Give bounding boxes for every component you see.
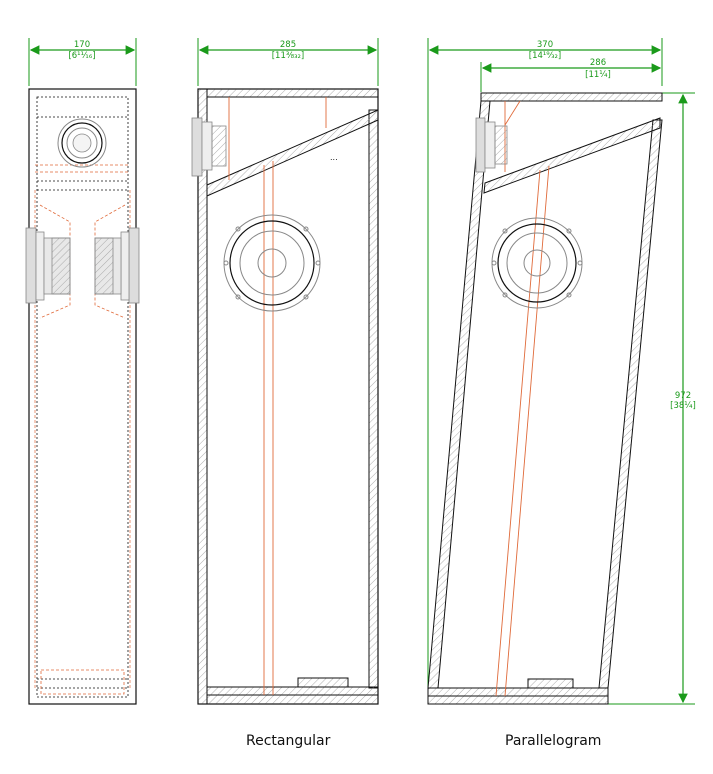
height-mm: 972 bbox=[675, 391, 691, 401]
para-total-inch: [14¹⁹⁄₃₂] bbox=[529, 51, 562, 61]
para-total-dimension: 370 [14¹⁹⁄₃₂] bbox=[427, 38, 663, 704]
rect-tweeter-icon bbox=[191, 117, 227, 177]
caption-rectangular: Rectangular bbox=[246, 733, 331, 749]
side-woofer-left-icon bbox=[25, 204, 71, 319]
rect-depth-dimension: 285 [11⅜₃₂] bbox=[197, 38, 379, 86]
caption-parallelogram: Parallelogram bbox=[505, 733, 602, 749]
rect-depth-mm: 285 bbox=[280, 40, 296, 50]
side-woofer-right-icon bbox=[94, 204, 140, 319]
para-total-mm: 370 bbox=[537, 40, 553, 50]
rect-woofer-icon bbox=[223, 214, 321, 312]
para-tweeter-icon bbox=[475, 117, 508, 173]
front-inner-outline bbox=[36, 96, 129, 698]
height-inch: [38¼] bbox=[670, 401, 696, 411]
para-depth-dimension: 286 [11¼] bbox=[480, 58, 662, 92]
height-dimension: 972 [38¼] bbox=[608, 92, 696, 705]
front-width-inch: [6¹¹⁄₁₆] bbox=[68, 51, 95, 61]
svg-text:...: ... bbox=[330, 153, 338, 162]
rectangular-view: 285 [11⅜₃₂] ... bbox=[191, 38, 379, 705]
rect-depth-inch: [11⅜₃₂] bbox=[272, 51, 305, 61]
tweeter-icon bbox=[57, 118, 107, 168]
front-width-mm: 170 bbox=[74, 40, 90, 50]
front-width-dimension: 170 [6¹¹⁄₁₆] bbox=[28, 38, 137, 86]
front-view: 170 [6¹¹⁄₁₆] bbox=[25, 38, 140, 705]
para-woofer-icon bbox=[491, 217, 583, 309]
para-depth-inch: [11¼] bbox=[585, 70, 611, 80]
front-panel bbox=[28, 88, 137, 705]
para-depth-mm: 286 bbox=[590, 58, 606, 68]
parallelogram-view: 370 [14¹⁹⁄₃₂] 286 [11¼] 972 [38¼] bbox=[427, 38, 696, 705]
